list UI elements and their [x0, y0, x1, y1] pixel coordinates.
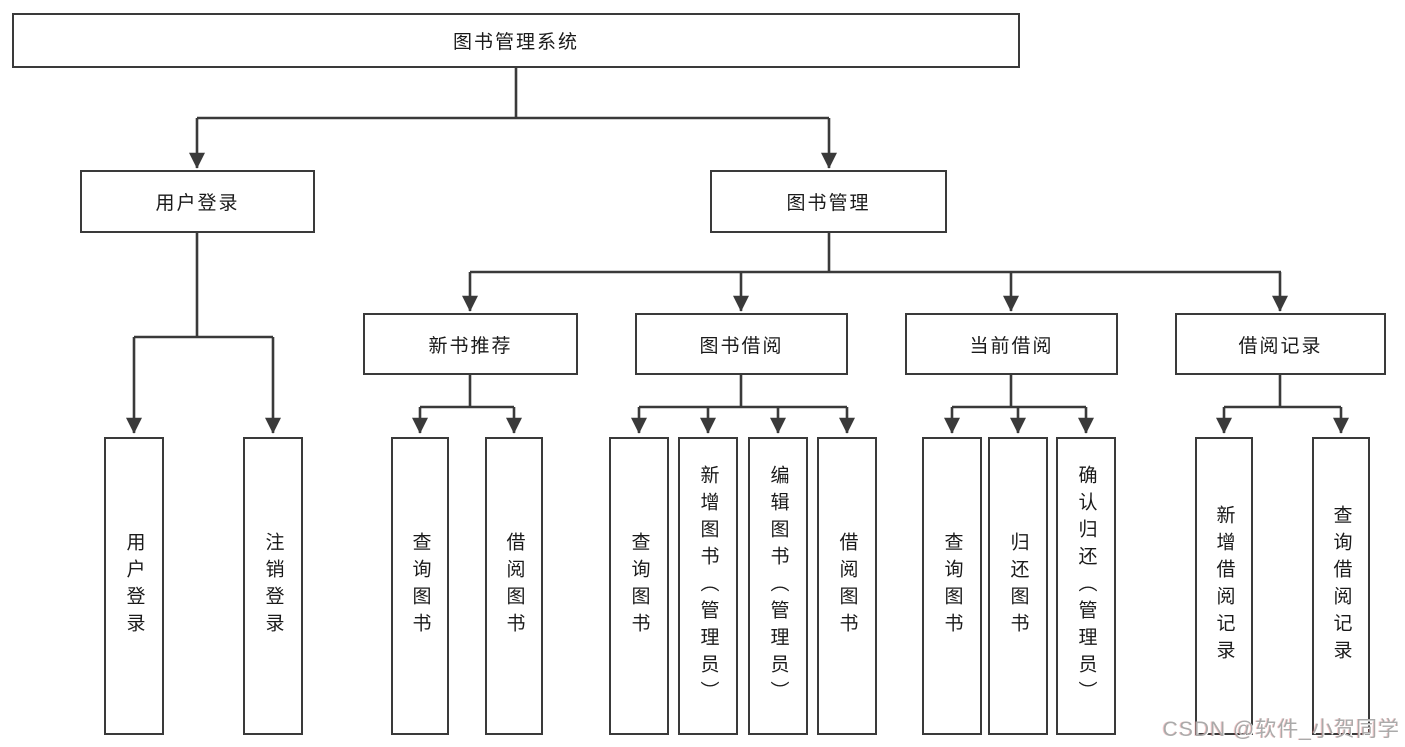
leaf-query-book-3: 查询图书	[922, 437, 982, 735]
leaf-confirm-return-admin: 确认归还（管理员）	[1056, 437, 1116, 735]
node-new-book-recommend: 新书推荐	[363, 313, 578, 375]
node-current-borrow-label: 当前借阅	[969, 335, 1054, 357]
connector-root	[197, 68, 829, 120]
node-borrow-records: 借阅记录	[1175, 313, 1386, 375]
leaf-query-borrow-record: 查询借阅记录	[1312, 437, 1370, 735]
leaf-borrow-book-2-label: 借阅图书	[836, 532, 858, 640]
connector-book-management	[470, 233, 1281, 274]
leaf-query-borrow-record-label: 查询借阅记录	[1330, 505, 1352, 667]
leaf-logout: 注销登录	[243, 437, 303, 735]
node-root: 图书管理系统	[12, 13, 1020, 68]
leaf-borrow-book-1-label: 借阅图书	[503, 532, 525, 640]
leaf-confirm-return-admin-label: 确认归还（管理员）	[1075, 464, 1097, 708]
watermark: CSDN @软件_小贺同学	[1162, 718, 1400, 741]
connector-current-borrow	[952, 375, 1086, 409]
leaf-logout-label: 注销登录	[262, 532, 284, 640]
leaf-query-book-1: 查询图书	[391, 437, 449, 735]
leaf-query-book-2: 查询图书	[609, 437, 669, 735]
leaf-add-borrow-record-label: 新增借阅记录	[1213, 505, 1235, 667]
leaf-query-book-3-label: 查询图书	[941, 532, 963, 640]
leaf-edit-book-admin: 编辑图书（管理员）	[748, 437, 808, 735]
node-current-borrow: 当前借阅	[905, 313, 1118, 375]
node-borrow-records-label: 借阅记录	[1238, 335, 1323, 357]
leaf-user-login: 用户登录	[104, 437, 164, 735]
leaf-add-book-admin: 新增图书（管理员）	[678, 437, 738, 735]
node-book-borrow-label: 图书借阅	[699, 335, 784, 357]
node-book-management: 图书管理	[710, 170, 947, 233]
connector-book-borrow	[639, 375, 847, 409]
connector-borrow-records	[1224, 375, 1341, 409]
leaf-edit-book-admin-label: 编辑图书（管理员）	[767, 464, 789, 708]
leaf-return-book-label: 归还图书	[1007, 532, 1029, 640]
node-new-book-recommend-label: 新书推荐	[428, 335, 513, 357]
leaf-user-login-label: 用户登录	[123, 532, 145, 640]
node-root-label: 图书管理系统	[452, 32, 579, 53]
node-user-login: 用户登录	[80, 170, 315, 233]
leaf-query-book-1-label: 查询图书	[409, 532, 431, 640]
leaf-add-book-admin-label: 新增图书（管理员）	[697, 464, 719, 708]
leaf-return-book: 归还图书	[988, 437, 1048, 735]
connector-new-book-recommend	[420, 375, 514, 409]
node-book-management-label: 图书管理	[786, 193, 871, 214]
leaf-borrow-book-1: 借阅图书	[485, 437, 543, 735]
leaf-borrow-book-2: 借阅图书	[817, 437, 877, 735]
leaf-add-borrow-record: 新增借阅记录	[1195, 437, 1253, 735]
node-book-borrow: 图书借阅	[635, 313, 848, 375]
connector-user-login	[134, 233, 273, 339]
leaf-query-book-2-label: 查询图书	[628, 532, 650, 640]
node-user-login-label: 用户登录	[155, 193, 240, 214]
